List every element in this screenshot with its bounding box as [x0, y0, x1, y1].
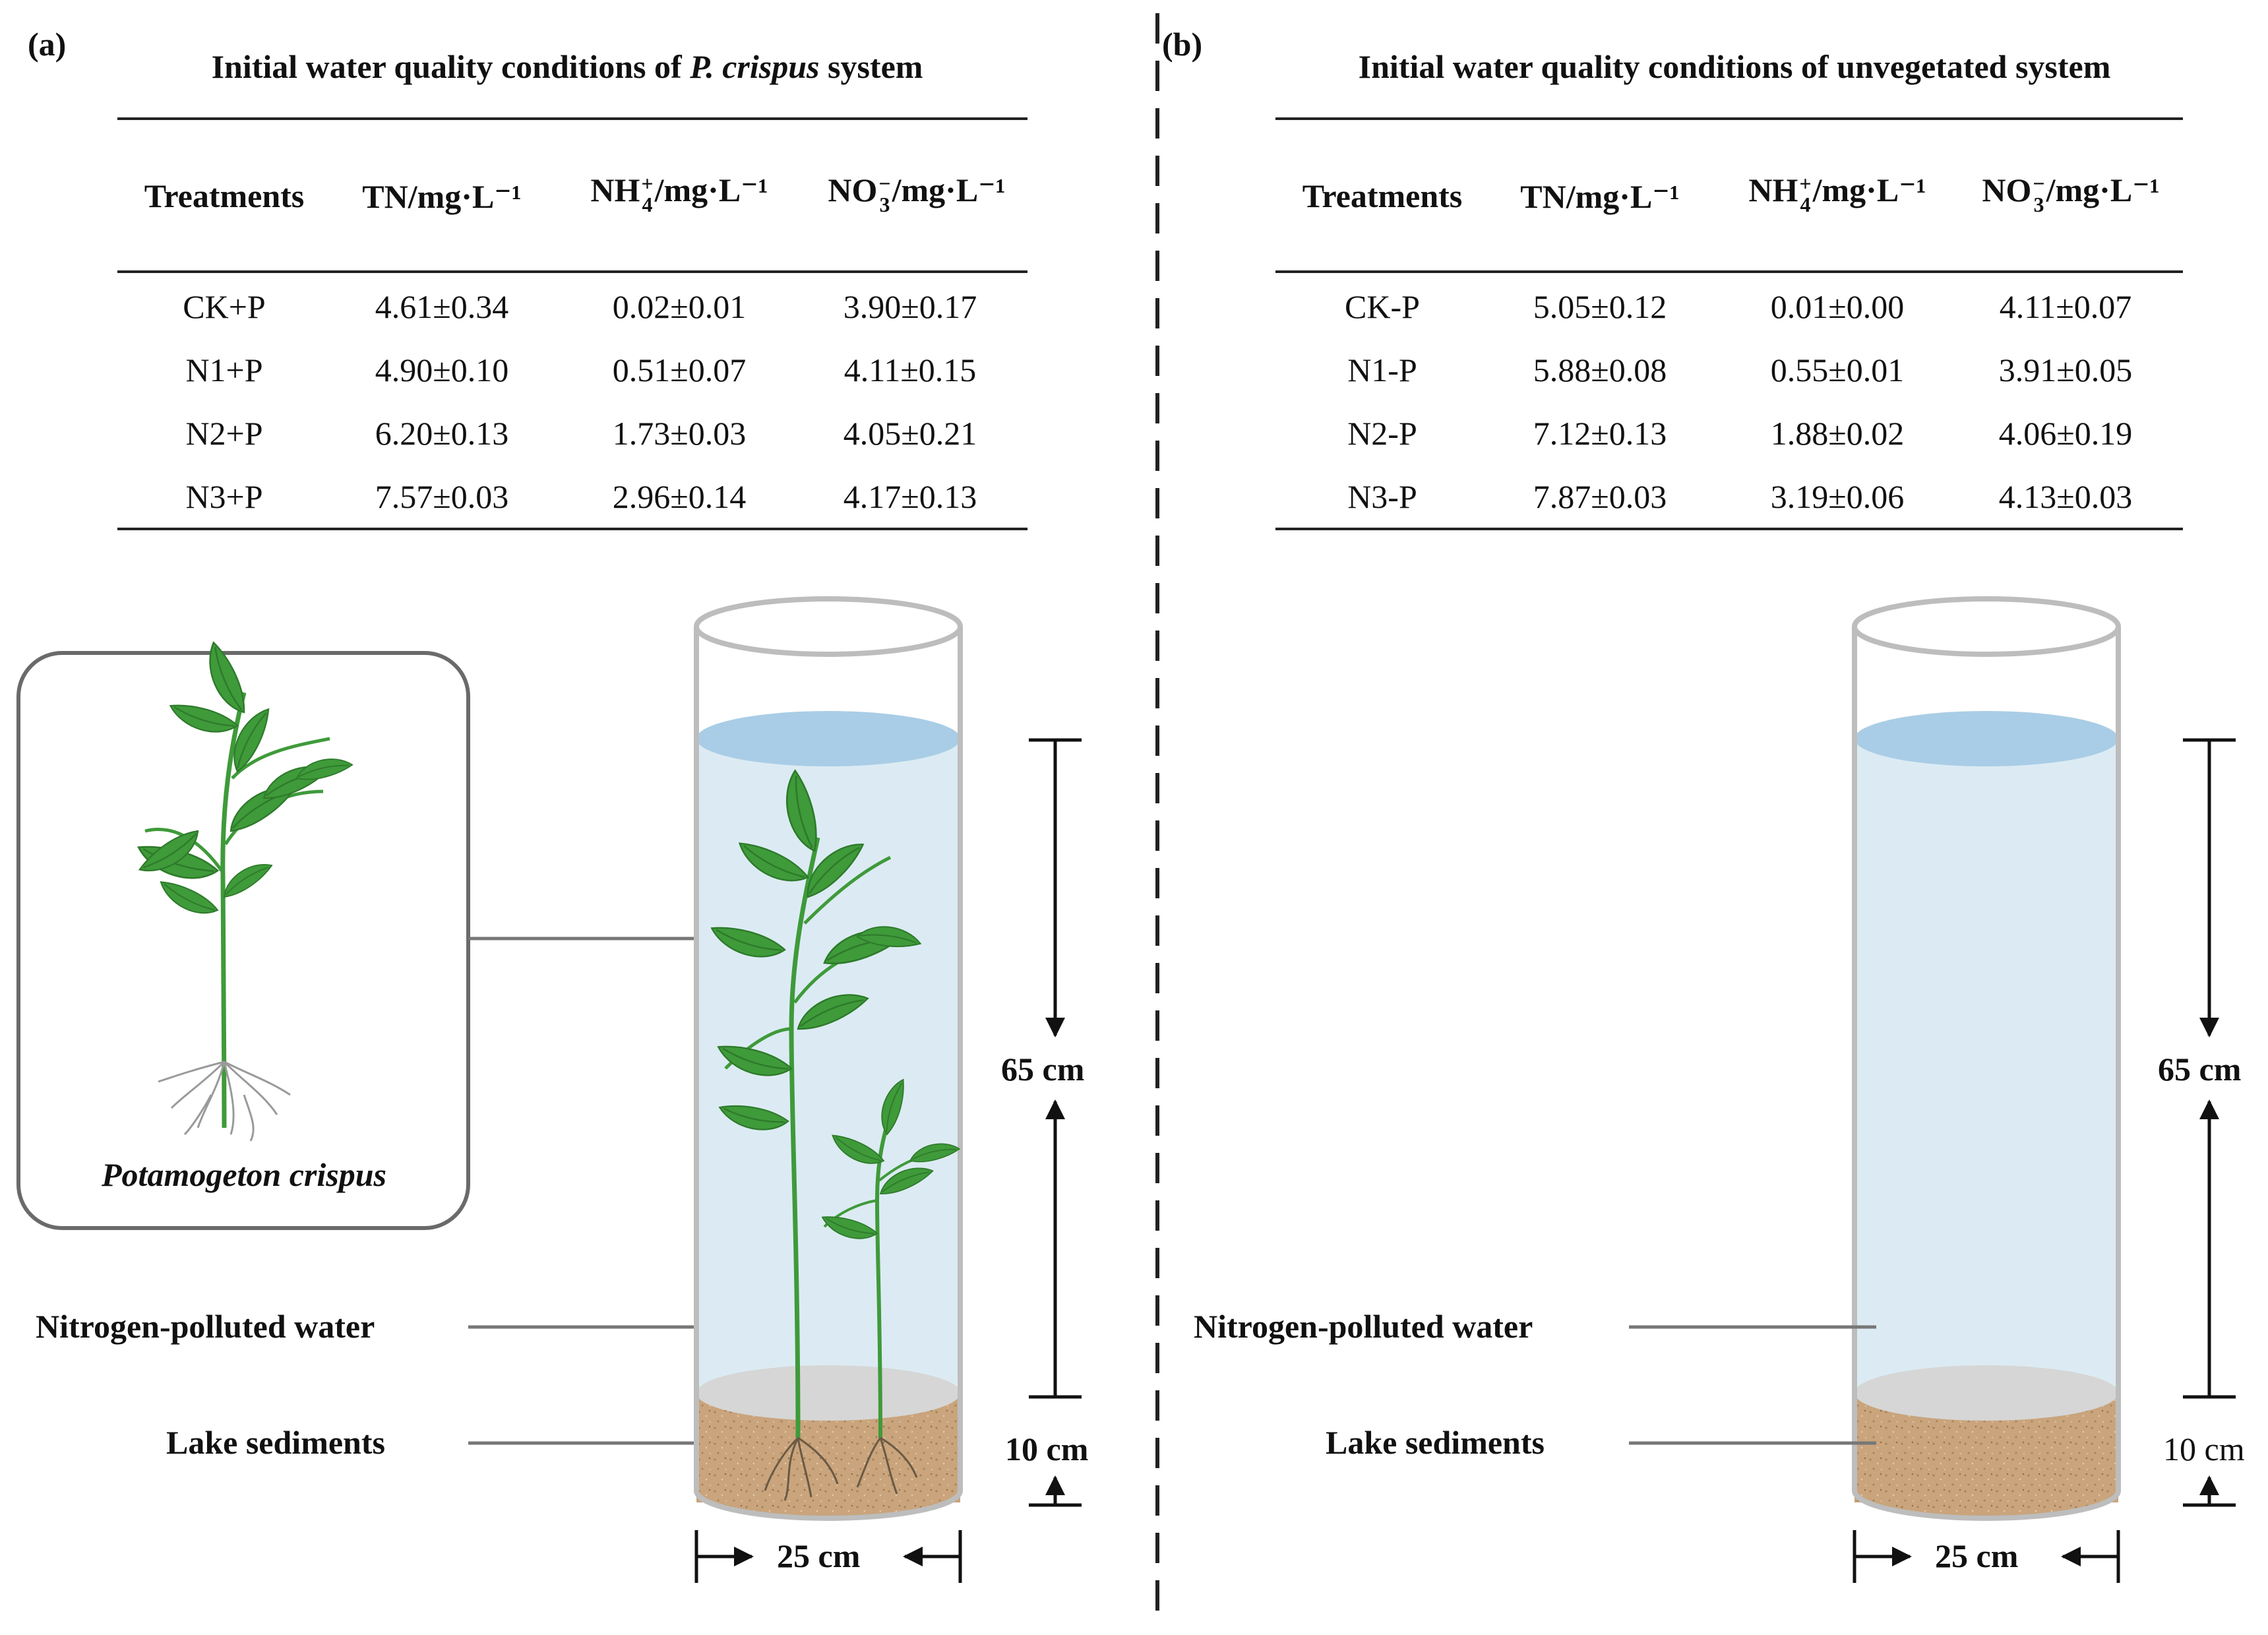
nh4-sup: + [641, 171, 654, 195]
nh4-sub: 4 [1800, 192, 1811, 216]
no3-base: NO [828, 171, 878, 208]
no3-unit: /mg·L⁻¹ [2046, 171, 2160, 208]
table-cell: 1.88±0.02 [1770, 415, 1905, 452]
table-b-header-nh4: NH+4/mg·L⁻¹ [1719, 170, 1956, 215]
table-a-title-suffix: system [819, 48, 923, 85]
table-a-title: Initial water quality conditions of P. c… [92, 47, 1042, 86]
no3-unit: /mg·L⁻¹ [892, 171, 1006, 208]
nh4-base: NH [1748, 171, 1798, 208]
table-cell: 2.96±0.14 [612, 478, 747, 515]
label-water-a: Nitrogen-polluted water [36, 1308, 375, 1345]
inset-species-name: Potamogeton crispus [102, 1156, 386, 1193]
table-row: N2-P [1347, 415, 1417, 452]
panel-a-label: (a) [28, 26, 67, 63]
no3-sup: − [878, 171, 891, 195]
sediment-top-b [1854, 1365, 2118, 1421]
table-b-header-tn: TN/mg·L⁻¹ [1520, 178, 1680, 215]
table-row: N1+P [185, 352, 263, 388]
label-sediment-b: Lake sediments [1326, 1424, 1545, 1461]
table-cell: 0.01±0.00 [1770, 288, 1905, 325]
table-b-title: Initial water quality conditions of unve… [1358, 48, 2111, 85]
width-dimension-a [694, 1530, 962, 1583]
table-cell: 7.12±0.13 [1533, 415, 1667, 452]
table-cell: 4.17±0.13 [843, 478, 977, 515]
table-cell: 7.57±0.03 [375, 478, 509, 515]
nh4-base: NH [590, 171, 640, 208]
table-cell: 3.90±0.17 [843, 288, 977, 325]
sediment-dimension-a [1029, 1475, 1082, 1507]
water-surface-a [696, 711, 960, 766]
table-cell: 4.11±0.07 [1999, 288, 2132, 325]
no3-sub: 3 [879, 192, 890, 216]
table-a-header-tn: TN/mg·L⁻¹ [362, 178, 522, 215]
table-cell: 4.13±0.03 [1998, 478, 2133, 515]
table-cell: 6.20±0.13 [375, 415, 509, 452]
nh4-unit: /mg·L⁻¹ [1812, 171, 1926, 208]
table-a-header-nh4: NH+4/mg·L⁻¹ [561, 170, 798, 215]
table-cell: 3.19±0.06 [1770, 478, 1905, 515]
nh4-sup: + [1799, 171, 1812, 195]
no3-sup: − [2033, 171, 2045, 195]
panel-b-label: (b) [1162, 26, 1203, 63]
no3-sub: 3 [2033, 192, 2044, 216]
height-dimension-b [2183, 738, 2236, 1399]
table-b-mid-rule [1275, 270, 2183, 273]
label-water-b: Nitrogen-polluted water [1194, 1308, 1533, 1345]
table-cell: 1.73±0.03 [612, 415, 747, 452]
height-dimension-a [1029, 738, 1082, 1399]
table-cell: 7.87±0.03 [1533, 478, 1667, 515]
inset-plant-illustration [133, 638, 355, 1142]
table-b-header-treatments: Treatments [1302, 177, 1463, 214]
dim-height-b: 65 cm [2158, 1051, 2242, 1088]
table-row: N2+P [185, 415, 263, 452]
dim-sediment-a: 10 cm [1005, 1431, 1089, 1467]
table-cell: 0.55±0.01 [1770, 352, 1905, 388]
label-sediment-a: Lake sediments [166, 1424, 385, 1461]
table-a-title-prefix: Initial water quality conditions of [211, 48, 690, 85]
water-column-b [1854, 739, 2118, 1458]
width-dimension-b [1853, 1530, 2120, 1583]
nh4-unit: /mg·L⁻¹ [654, 171, 768, 208]
table-row: CK-P [1345, 288, 1420, 325]
table-cell: 3.91±0.05 [1998, 352, 2133, 388]
table-cell: 5.05±0.12 [1533, 288, 1667, 325]
table-cell: 4.61±0.34 [375, 288, 509, 325]
plant-inset-box [16, 651, 470, 1230]
table-a-bottom-rule [117, 528, 1027, 530]
table-cell: 4.06±0.19 [1998, 415, 2133, 452]
inset-roots [158, 1061, 291, 1142]
table-cell: 4.90±0.10 [375, 352, 509, 388]
table-a-title-italic: P. crispus [690, 48, 820, 85]
table-a-mid-rule [117, 270, 1027, 273]
table-b-header-no3: NO−3/mg·L⁻¹ [1952, 170, 2190, 215]
cylinder-b [1852, 596, 2121, 1521]
nh4-sub: 4 [642, 192, 653, 216]
table-b-bottom-rule [1275, 528, 2183, 530]
table-cell: 0.02±0.01 [612, 288, 747, 325]
table-cell: 5.88±0.08 [1533, 352, 1667, 388]
sediment-dimension-b [2183, 1475, 2236, 1507]
cylinder-plant-small [818, 1075, 962, 1495]
table-row: CK+P [183, 288, 266, 325]
table-a-top-rule [117, 117, 1027, 120]
dim-height-a: 65 cm [1001, 1051, 1085, 1088]
table-cell: 0.51±0.07 [612, 352, 747, 388]
water-column-a [696, 739, 960, 1458]
table-row: N3+P [185, 478, 263, 515]
dim-sediment-b: 10 cm [2163, 1431, 2245, 1467]
table-b-top-rule [1275, 117, 2183, 120]
dim-width-b: 25 cm [1935, 1537, 2019, 1574]
sediment-top-a [696, 1365, 960, 1421]
table-row: N1-P [1347, 352, 1417, 388]
no3-base: NO [1982, 171, 2032, 208]
dim-width-a: 25 cm [777, 1537, 861, 1574]
table-a-header-treatments: Treatments [144, 177, 305, 214]
table-row: N3-P [1347, 478, 1417, 515]
cylinder-plant-large [706, 768, 923, 1501]
table-a-header-no3: NO−3/mg·L⁻¹ [798, 170, 1035, 215]
table-cell: 4.05±0.21 [843, 415, 977, 452]
table-cell: 4.11±0.15 [843, 352, 977, 388]
water-surface-b [1854, 711, 2118, 766]
